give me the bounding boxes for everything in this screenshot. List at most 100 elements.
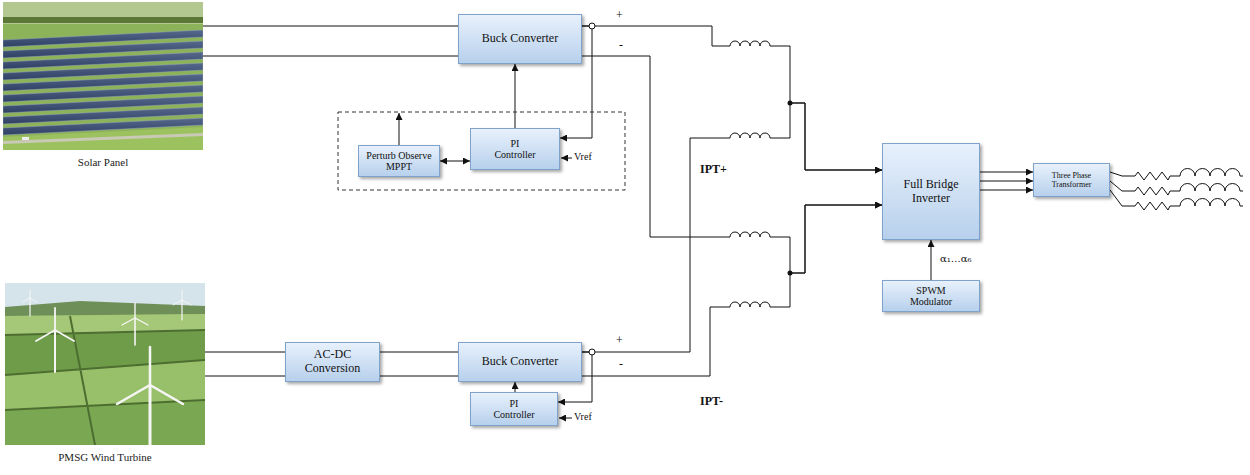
wind-farm-picture <box>5 283 205 445</box>
panel-row <box>3 41 203 58</box>
resistor-inductor-load <box>1110 181 1243 195</box>
field-patch <box>5 330 205 375</box>
field <box>3 2 203 150</box>
box-label: Buck Converter <box>482 355 558 369</box>
panel-row <box>3 30 203 47</box>
box-label: SPWM Modulator <box>901 285 961 308</box>
signal-arrow <box>980 172 1033 173</box>
box-label: Buck Converter <box>482 32 558 46</box>
turbine-blades <box>23 290 37 302</box>
box-label: Full Bridge Inverter <box>891 178 971 206</box>
panel-row <box>3 63 203 80</box>
signal-arrow <box>582 56 882 273</box>
field-patch <box>5 314 205 335</box>
figure-caption: Solar Panel <box>78 156 128 169</box>
signal-arrow <box>582 205 882 376</box>
inductor-symbol <box>730 232 770 237</box>
turbine-blades <box>117 347 183 404</box>
road <box>3 133 203 144</box>
junction-dot <box>788 101 793 106</box>
box-label: PI Controller <box>490 398 538 421</box>
converter-box: Buck Converter <box>458 342 582 382</box>
wire-connector <box>205 352 285 353</box>
wire-connector <box>380 352 458 353</box>
polarity-mark: - <box>619 358 623 372</box>
signal-arrow <box>582 103 882 352</box>
converter-box: Buck Converter <box>458 14 582 64</box>
inductor-symbol <box>730 133 770 138</box>
far-hill <box>5 301 205 316</box>
car <box>22 137 29 140</box>
solar-farm-picture <box>3 2 203 150</box>
panel-row <box>3 118 203 135</box>
signal-arrow <box>515 382 516 392</box>
transformer-box: Three Phase Transformer <box>1033 163 1110 197</box>
panel-row <box>3 96 203 113</box>
turbine-blades <box>36 308 74 341</box>
wind-turbine-figure: PMSG Wind Turbine <box>5 283 205 445</box>
turbine-blades <box>173 290 191 305</box>
sky <box>5 283 205 307</box>
reference-arrow <box>559 418 572 419</box>
control-group-outline <box>338 112 625 190</box>
box-label: PI Controller <box>491 138 539 161</box>
wire-connector <box>380 376 458 377</box>
turbine-tower <box>29 298 30 316</box>
wire-connector <box>203 26 458 27</box>
far-field <box>3 2 203 24</box>
wire-connector <box>203 56 458 57</box>
turbine-tower <box>134 318 136 345</box>
panel-row <box>3 107 203 124</box>
tree-line <box>3 17 203 23</box>
line-label: IPT- <box>700 395 723 409</box>
figure-caption: PMSG Wind Turbine <box>58 451 152 464</box>
signal-arrow <box>980 181 1033 182</box>
wind-turbine <box>23 290 191 445</box>
reference-signal: Vref <box>574 411 592 423</box>
grass-strip <box>3 127 203 150</box>
inductor-symbol <box>730 41 770 46</box>
sense-node <box>589 23 595 29</box>
modulator-box: SPWM Modulator <box>882 280 980 312</box>
junction-dot <box>788 271 793 276</box>
turbine-blades <box>122 303 148 325</box>
field-patch <box>5 400 205 445</box>
panel-row <box>3 85 203 102</box>
box-label: AC-DC Conversion <box>297 348 369 376</box>
hedge-row <box>5 316 205 445</box>
sense-node <box>589 349 595 355</box>
signal-arrow <box>515 64 516 128</box>
turbine-tower <box>54 330 56 372</box>
field-patch <box>5 360 205 410</box>
signal-arrow <box>582 26 882 170</box>
turbine-tower <box>181 300 182 320</box>
reference-arrow <box>561 158 572 159</box>
load-branch <box>1110 169 1243 211</box>
inverter-box: Full Bridge Inverter <box>882 143 980 240</box>
box-label: Three Phase Transformer <box>1042 171 1102 189</box>
polarity-mark: + <box>616 9 623 23</box>
line-label: IPT+ <box>700 163 727 177</box>
resistor-inductor-load <box>1110 169 1243 181</box>
solar-panel-figure: Solar Panel <box>3 2 203 150</box>
signal-arrow <box>980 190 1033 191</box>
inductor-symbol <box>730 302 770 307</box>
controller-box: PI Controller <box>470 392 558 426</box>
signal-arrow <box>931 240 932 280</box>
polarity-mark: + <box>616 334 623 348</box>
field <box>5 283 205 445</box>
resistor-inductor-load <box>1110 190 1243 210</box>
reference-signal: Vref <box>574 151 592 163</box>
wire-connector <box>205 376 285 377</box>
box-label: Perturb Observe MPPT <box>363 150 435 173</box>
panel-row <box>3 74 203 91</box>
gate-signals: α₁…α₆ <box>940 253 972 265</box>
mppt-output-arrow <box>399 113 400 145</box>
polarity-mark: - <box>619 39 623 53</box>
turbine-tower <box>149 385 152 445</box>
panel-row <box>3 52 203 69</box>
controller-box: PI Controller <box>470 128 560 170</box>
